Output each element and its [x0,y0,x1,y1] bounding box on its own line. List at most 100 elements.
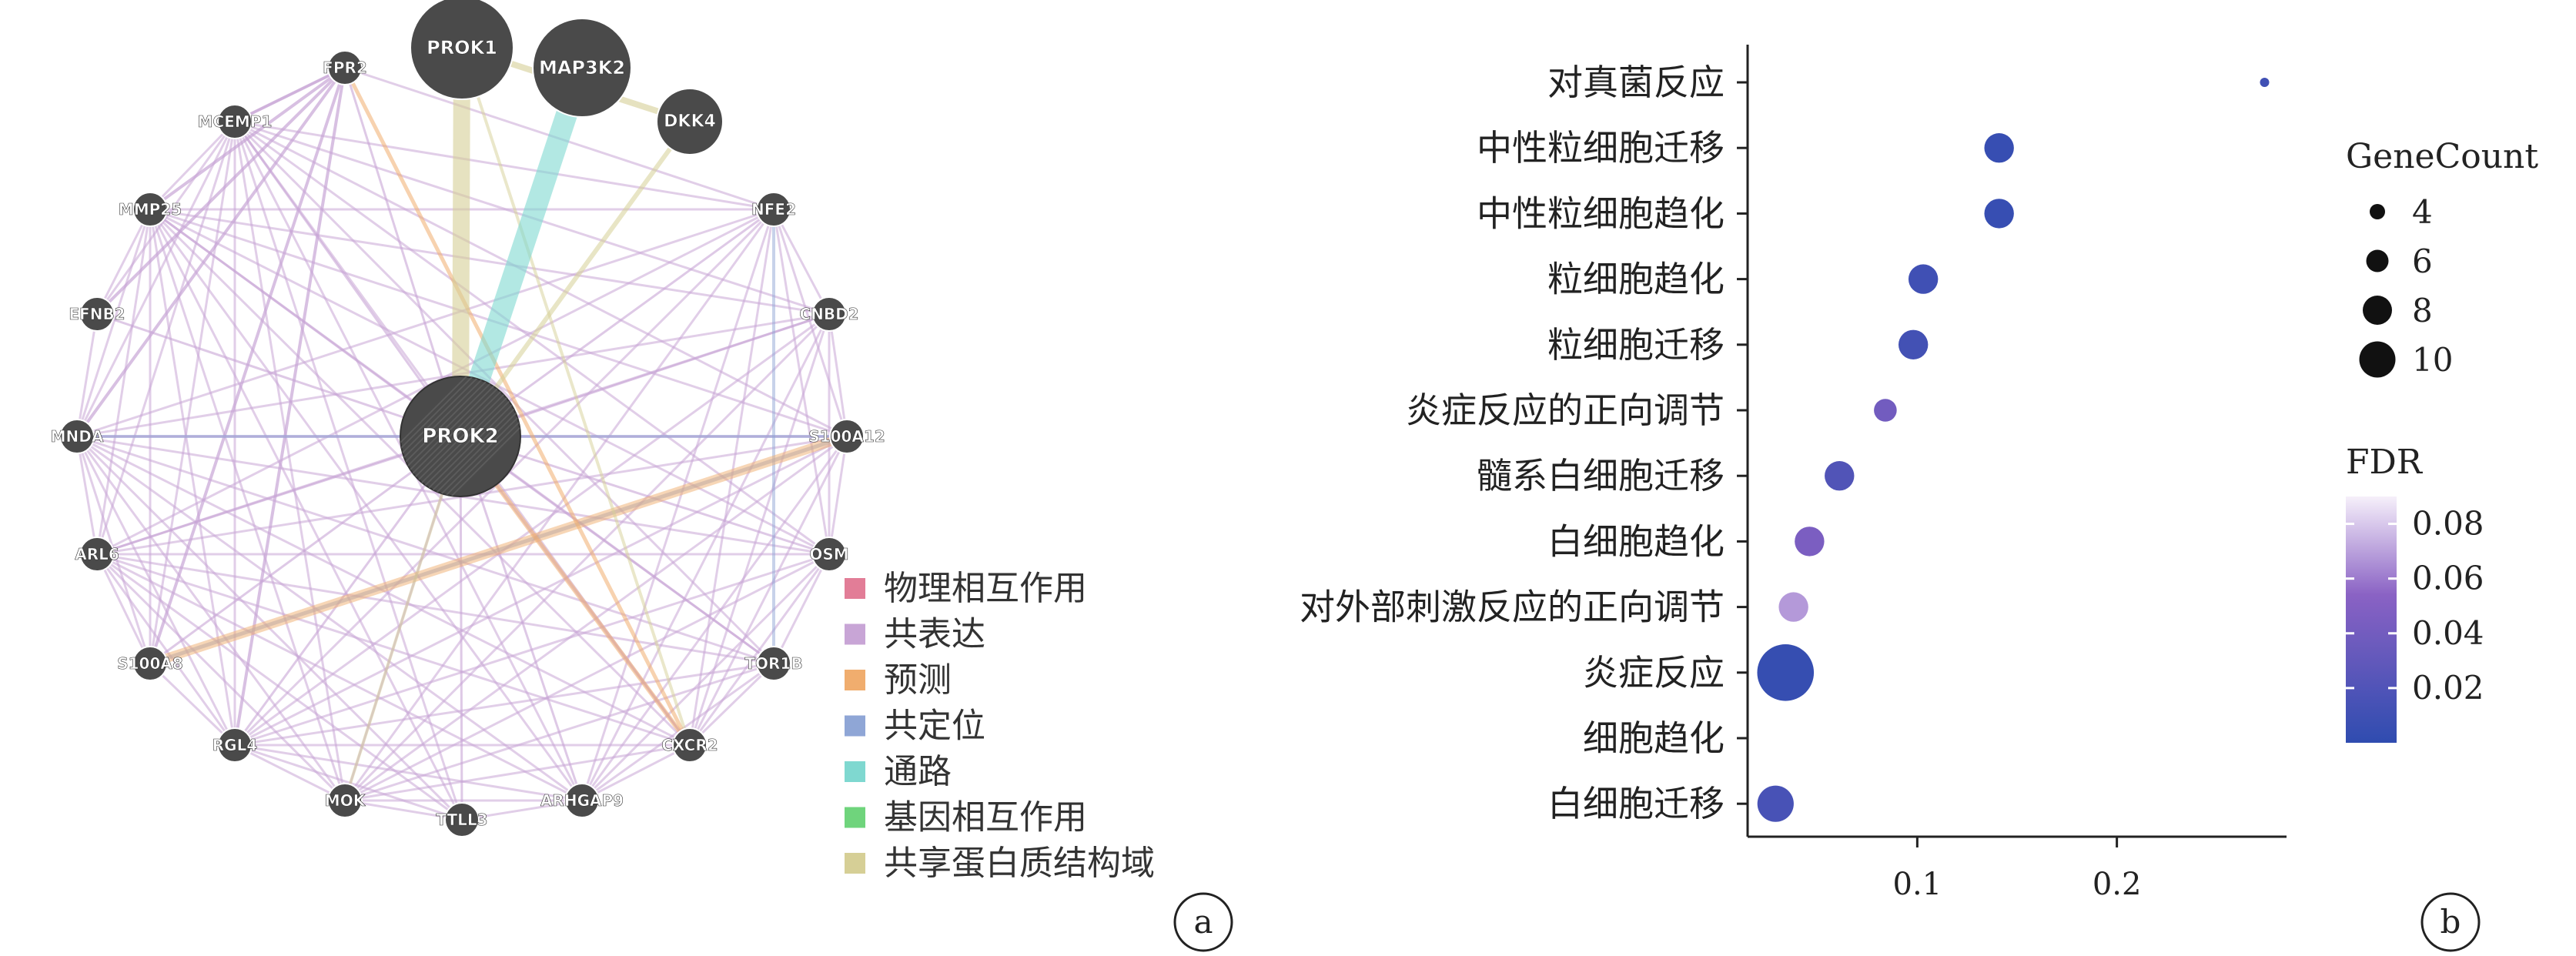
node-circle [756,192,791,227]
legend-swatch [845,761,865,782]
node-mnda[interactable]: MNDA [50,419,104,454]
coexpression-edge [460,799,584,821]
coexpression-edge [343,208,775,802]
query-hatch [437,376,520,496]
y-tick-label: 对外部刺激反应的正向调节 [1300,587,1725,628]
node-s100a12[interactable]: S100A12 [808,419,885,454]
data-point[interactable] [1757,785,1794,822]
predicted-edge [146,432,851,668]
node-s100a8[interactable]: S100A8 [117,646,183,681]
coexpression-edge [772,208,831,556]
predicted-edge [458,434,692,747]
coexpression-edge [95,208,152,556]
data-point[interactable] [1898,329,1929,359]
coexpression-edge [580,744,691,802]
node-rgl4[interactable]: RGL4 [212,727,258,763]
data-point[interactable] [1908,264,1939,294]
node-ttll3[interactable]: TTLL3 [436,802,488,837]
node-mmp25[interactable]: MMP25 [119,192,182,227]
coexpression-edge [459,435,584,802]
y-tick-label: 炎症反应 [1583,652,1725,694]
coexpression-edge [95,553,346,802]
node-circle [811,536,847,572]
legend-label: 通路 [884,752,952,791]
query-hatch [443,376,520,496]
node-circle [756,646,791,681]
node-label: DKK4 [664,112,716,132]
y-tick-label: 炎症反应的正向调节 [1406,389,1725,431]
coexpression-edge [343,313,831,802]
node-circle [132,646,168,681]
coexpression-edge [459,435,463,821]
data-point[interactable] [2260,78,2270,87]
node-tor1b[interactable]: TOR1B [744,646,803,681]
node-label: FPR2 [323,58,367,77]
node-arl6[interactable]: ARL6 [75,536,119,572]
node-label: EFNB2 [69,305,125,323]
coexpression-edge [688,313,831,747]
size-legend-label: 8 [2412,292,2433,329]
node-circle [327,50,363,85]
coexpression-edge [343,553,831,802]
node-circle [829,419,865,454]
node-prok2[interactable]: PROK2 [345,375,573,498]
size-legend-label: 4 [2412,193,2433,231]
node-arhgap9[interactable]: ARHGAP9 [540,783,624,818]
node-cnbd2[interactable]: CNBD2 [799,296,859,332]
fdr-legend-title: FDR [2346,443,2424,482]
node-dkk4[interactable]: DKK4 [656,88,724,155]
data-point[interactable] [1825,461,1855,491]
panel-b-letter: b [2441,903,2461,941]
coexpression-edge [459,435,831,556]
legend-swatch [845,807,865,828]
y-tick-label: 髓系白细胞迁移 [1477,455,1725,496]
coexpression-edge [233,744,584,802]
legend-label: 共表达 [884,615,985,654]
panel-b-dot-plot: 对真菌反应中性粒细胞迁移中性粒细胞趋化粒细胞趋化粒细胞迁移炎症反应的正向调节髓系… [1300,45,2538,952]
legend-label: 共享蛋白质结构域 [884,844,1155,883]
node-nfe2[interactable]: NFE2 [751,192,796,227]
legend-item: 基因相互作用 [845,798,1087,837]
data-point[interactable] [1757,644,1815,701]
legend-label: 基因相互作用 [884,798,1087,837]
coexpression-edge [149,66,346,665]
node-circle [410,0,514,100]
coexpression-edge [95,208,152,316]
node-label: TOR1B [744,654,802,673]
node-efnb2[interactable]: EFNB2 [69,296,125,332]
node-mok[interactable]: MOK [324,783,366,818]
coexpression-edge [95,553,236,747]
data-point[interactable] [1984,199,2014,229]
node-map3k2[interactable]: MAP3K2 [532,18,632,118]
data-point[interactable] [1874,399,1897,422]
node-mcemp1[interactable]: MCEMP1 [197,104,273,139]
node-label: RGL4 [212,736,257,754]
coexpression-edge [688,435,848,747]
data-point[interactable] [1795,526,1825,557]
query-hatch [400,376,475,496]
dot-plot-y-labels: 对真菌反应中性粒细胞迁移中性粒细胞趋化粒细胞趋化粒细胞迁移炎症反应的正向调节髓系… [1300,62,1725,824]
coexpression-edge [75,435,236,747]
data-point[interactable] [1778,592,1808,622]
coexpression-edge [233,120,775,211]
coexpression-edge [75,435,584,802]
node-fpr2[interactable]: FPR2 [323,50,367,85]
node-osm[interactable]: OSM [809,536,849,572]
legend-swatch [845,715,865,737]
fdr-tick-label: 0.04 [2412,614,2484,652]
node-prok1[interactable]: PROK1 [410,0,514,100]
coexpression-edge [580,553,831,802]
node-cxcr2[interactable]: CXCR2 [661,727,718,763]
coexpression-edge [828,313,848,438]
size-legend-dot [2366,249,2389,272]
predicted-edge [343,65,692,747]
coexpression-edge [95,553,584,802]
coexpression-edge [95,553,463,821]
panel-a-letter: a [1193,903,1213,941]
node-circle [444,802,480,837]
coexpression-edge [233,744,463,821]
dot-plot-points [1757,78,2270,822]
data-point[interactable] [1984,133,2014,163]
